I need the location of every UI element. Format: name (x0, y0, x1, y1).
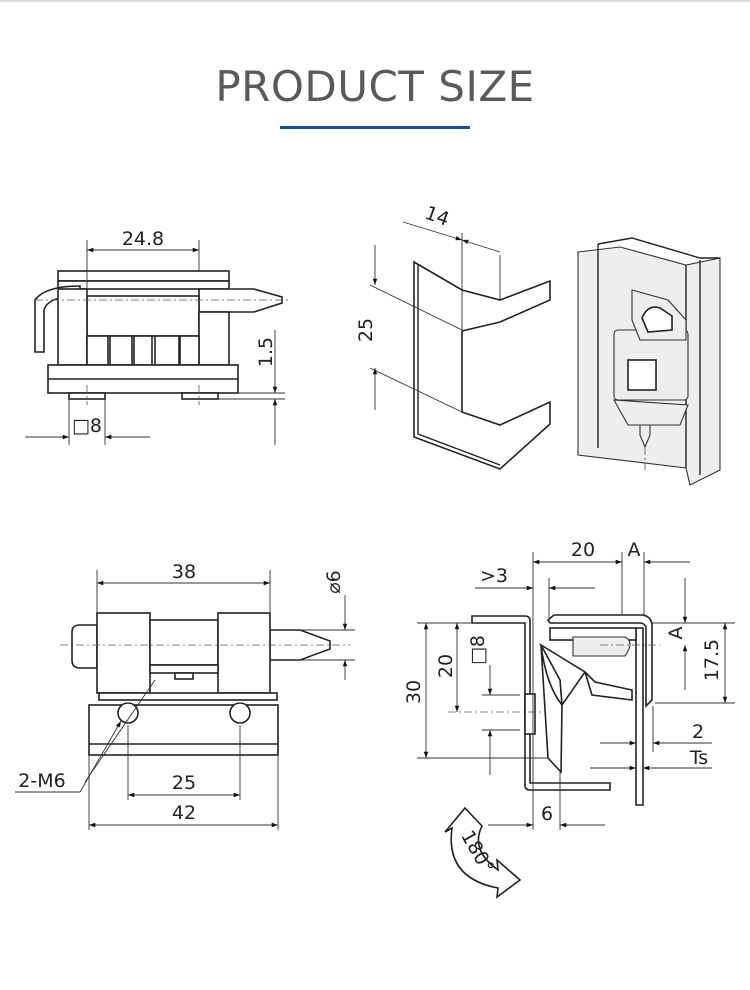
dim-25: 25 (355, 318, 377, 342)
dim-42: 42 (172, 802, 196, 824)
dim-14: 14 (422, 202, 452, 231)
dim-a-right: A (665, 627, 687, 640)
dim-6: 6 (541, 803, 553, 825)
front-view: 38 ⌀6 25 42 2-M6 (15, 561, 355, 830)
dim-25-holes: 25 (172, 772, 196, 794)
dim-square-8-section: □8 (467, 635, 489, 665)
dim-1-5: 1.5 (255, 337, 277, 367)
page-title: PRODUCT SIZE (215, 62, 535, 111)
isometric-view (577, 237, 721, 486)
top-border (0, 0, 750, 2)
title-underline (280, 126, 470, 129)
dim-a-top: A (628, 539, 641, 561)
dim-24-8: 24.8 (122, 228, 164, 250)
dim-20-width: 20 (571, 539, 595, 561)
rotation-arrow-icon (444, 806, 522, 899)
dim-2: 2 (692, 721, 704, 743)
dim-pin-diameter: ⌀6 (323, 570, 345, 594)
dim-38: 38 (172, 561, 196, 583)
thread-label: 2-M6 (18, 770, 65, 792)
side-view: 24.8 1.5 □8 (25, 228, 290, 445)
dim-square-8: □8 (72, 415, 102, 437)
dim-ts: Ts (689, 747, 708, 769)
dim-20-height: 20 (435, 654, 457, 678)
section-view: 20 A >3 A 17.5 30 20 □8 2 Ts (403, 539, 735, 899)
dim-17-5: 17.5 (701, 639, 723, 681)
profile-view: 14 25 (355, 202, 551, 470)
dim-min-3: >3 (480, 565, 508, 587)
dim-30: 30 (403, 680, 425, 704)
